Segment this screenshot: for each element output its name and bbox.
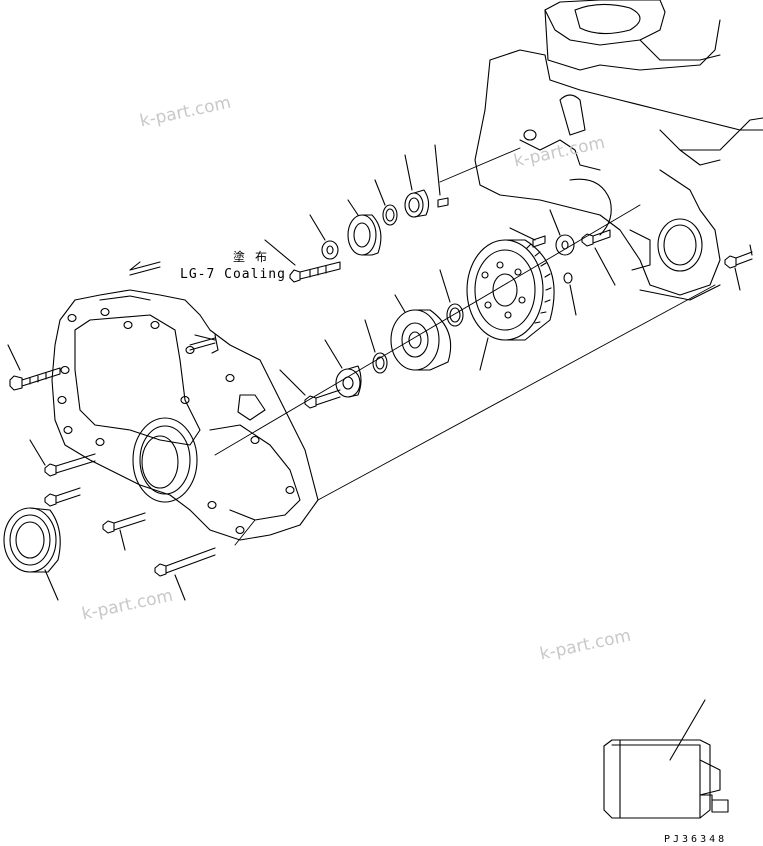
lower-gear-stack — [279, 209, 753, 409]
assembly-axis-lines — [214, 147, 716, 546]
coating-note-english: LG-7 Coaling — [180, 267, 286, 282]
coating-note-japanese: 塗布 — [233, 250, 278, 264]
drawing-number: PJ36348 — [664, 834, 728, 845]
cover-bolts — [7, 261, 219, 601]
front-gear-cover — [51, 289, 319, 541]
front-oil-seal — [3, 507, 61, 601]
upper-gear-stack — [264, 144, 449, 283]
special-tool — [603, 699, 729, 819]
engine-block — [474, 0, 763, 301]
